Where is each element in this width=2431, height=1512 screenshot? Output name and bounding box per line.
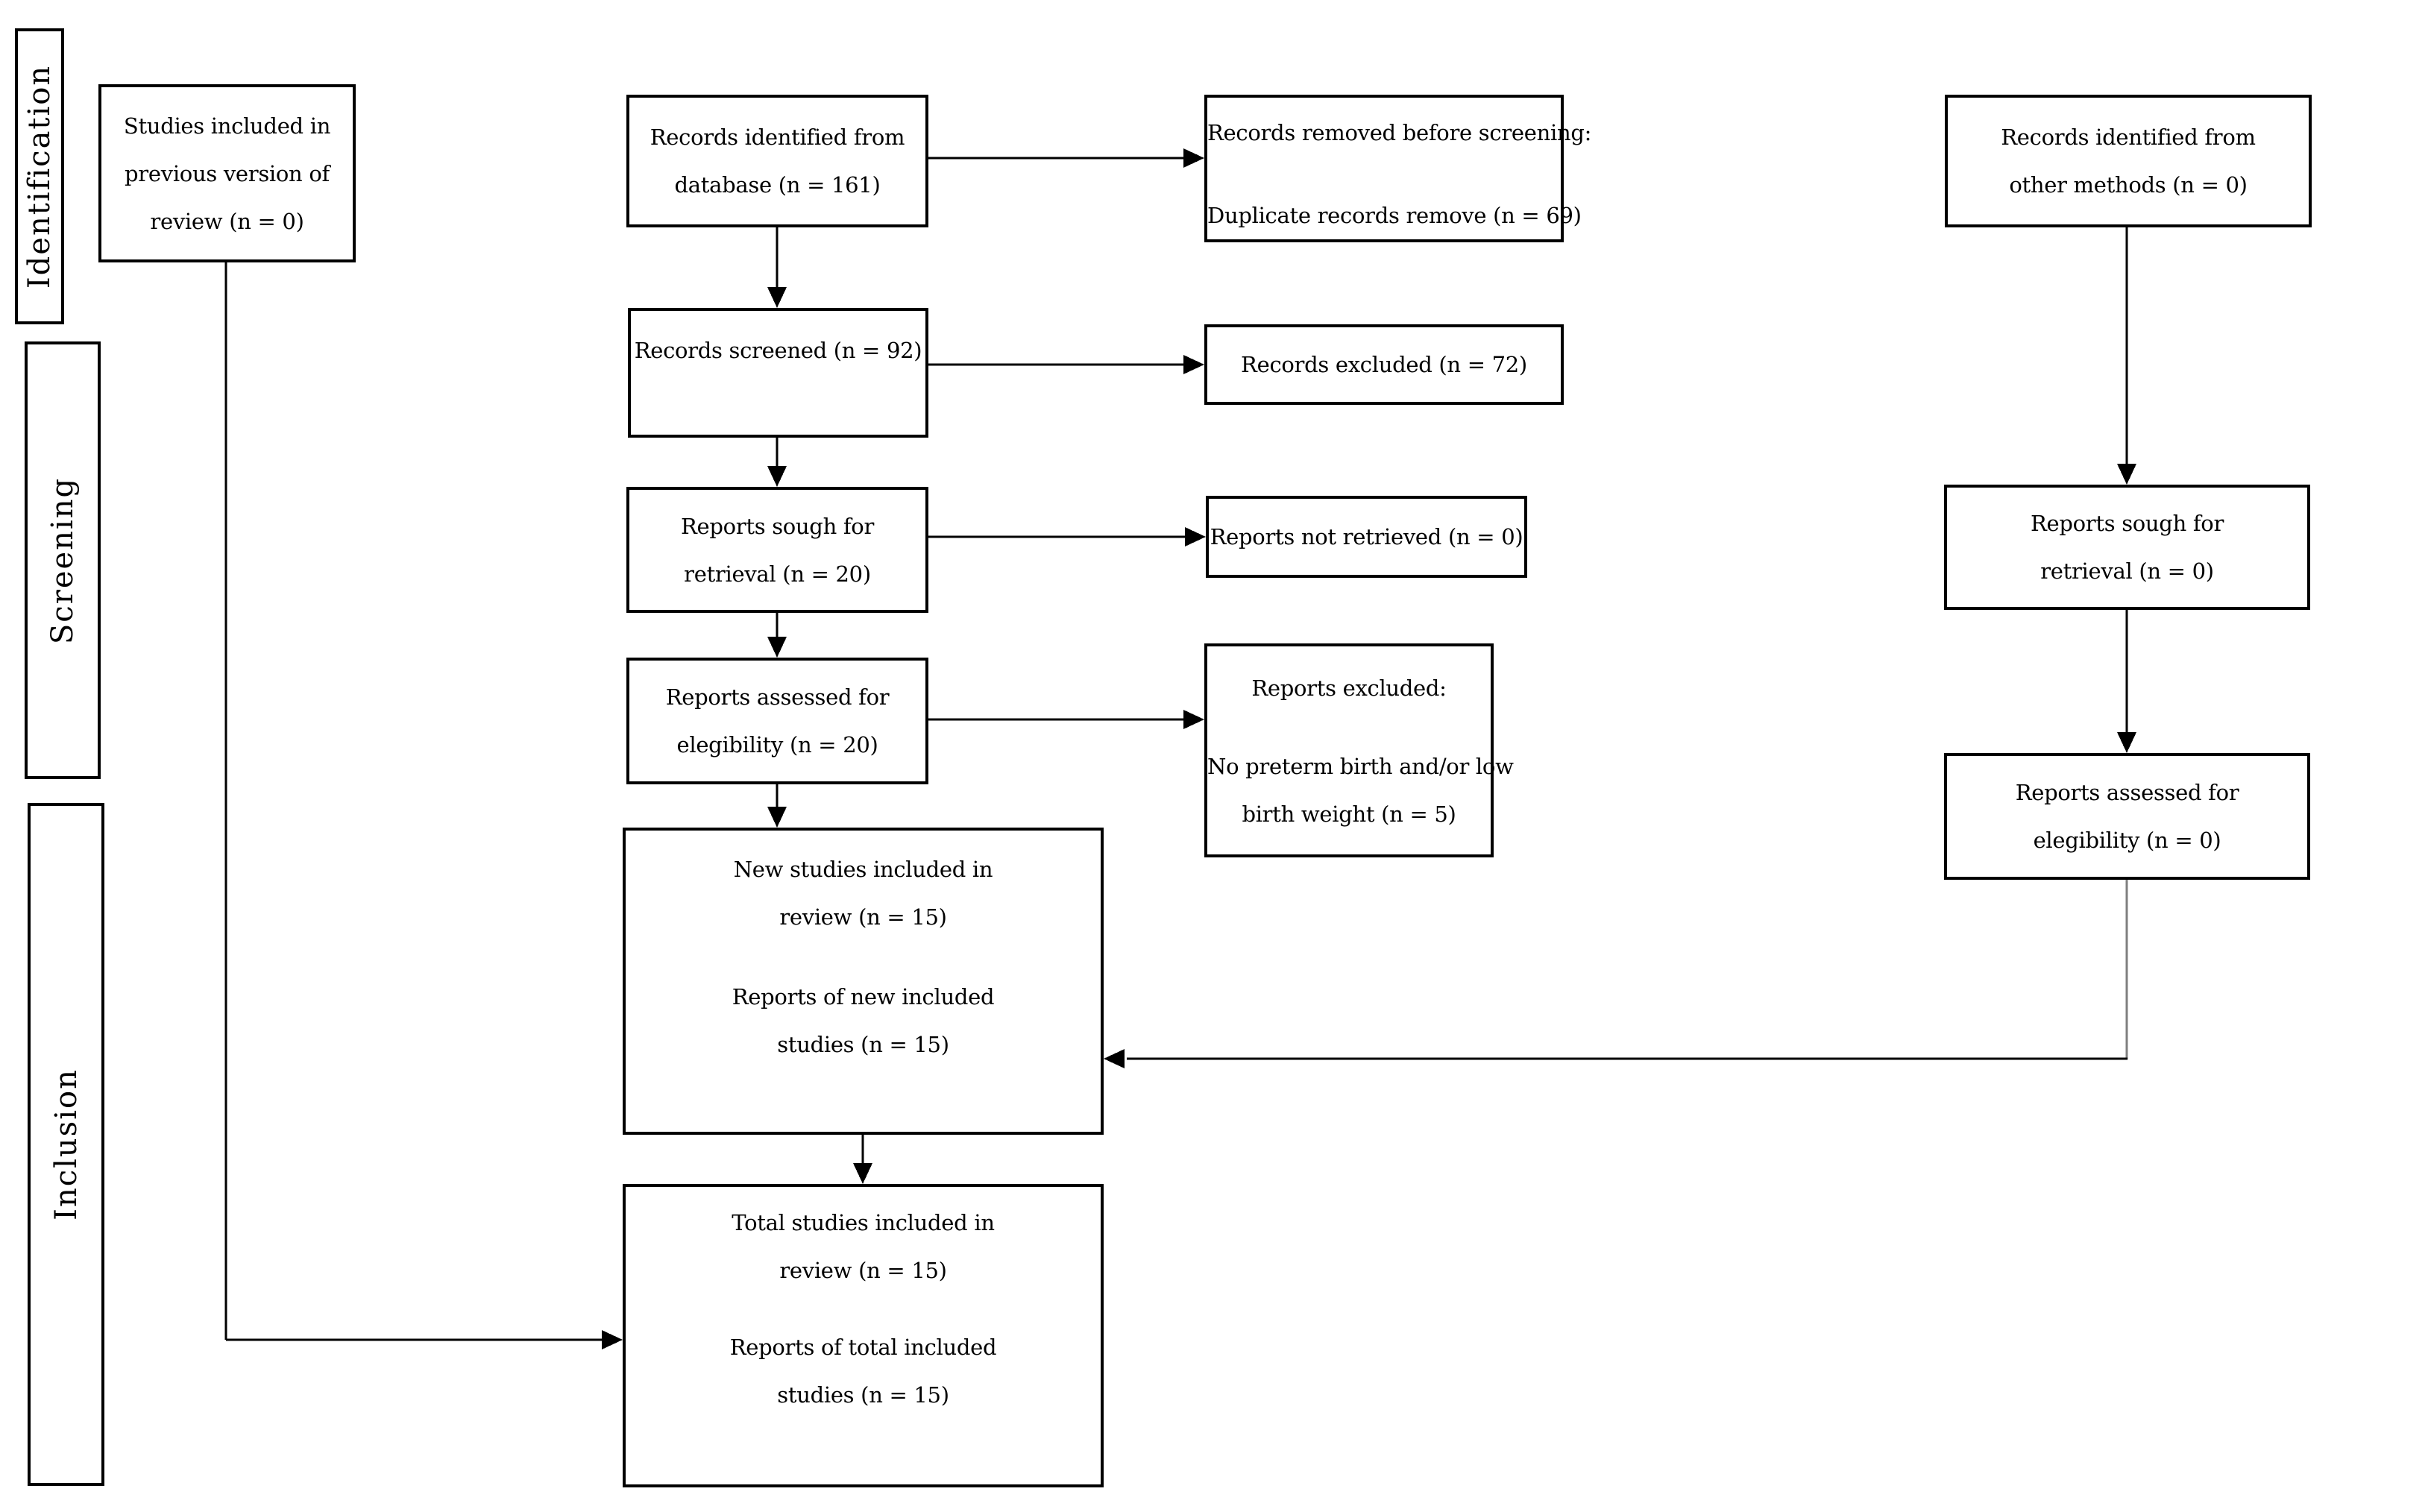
box-text-line: Studies included in	[123, 113, 331, 139]
stage-box-identification: Identification	[15, 28, 64, 324]
stage-box-inclusion: Inclusion	[28, 803, 104, 1486]
box-text-line: review (n = 15)	[779, 904, 947, 930]
arrow-sought-to-not-retrieved	[928, 527, 1206, 546]
box-text-line: Records identified from	[650, 125, 905, 150]
box-reports-assessed-eligibility: Reports assessed for elegibility (n = 20…	[626, 658, 928, 784]
box-text-line: New studies included in	[733, 857, 993, 882]
box-total-studies-included: Total studies included in review (n = 15…	[623, 1184, 1104, 1487]
box-text-line: review (n = 0)	[150, 208, 304, 234]
box-reports-sought-retrieval: Reports sough for retrieval (n = 20)	[626, 487, 928, 613]
box-text-line: Reports assessed for	[2015, 780, 2239, 805]
box-text-line: Records screened (n = 92)	[634, 338, 922, 363]
box-text-line: previous version of	[125, 160, 330, 186]
box-text-line: Reports assessed for	[665, 684, 890, 710]
box-text-line: No preterm birth and/or low	[1207, 754, 1514, 779]
box-text-line: elegibility (n = 0)	[2033, 828, 2221, 853]
arrow-database-to-removed	[928, 148, 1204, 168]
box-text-line: Reports sough for	[680, 513, 875, 539]
arrow-other-assessed-to-new-studies	[1104, 880, 2128, 1068]
box-text-line: birth weight (n = 5)	[1242, 801, 1456, 827]
arrow-database-to-screened	[767, 227, 787, 308]
box-other-reports-sought-retrieval: Reports sough for retrieval (n = 0)	[1944, 485, 2310, 610]
box-text-line: review (n = 15)	[779, 1258, 947, 1283]
box-records-identified-other-methods: Records identified from other methods (n…	[1945, 95, 2312, 227]
box-text-line: Records identified from	[2001, 125, 2256, 150]
box-records-identified-database: Records identified from database (n = 16…	[626, 95, 928, 227]
arrow-assessed-to-reports-excluded	[928, 710, 1204, 729]
arrow-other-methods-to-sought	[2117, 227, 2136, 485]
arrow-screened-to-excluded	[928, 355, 1204, 374]
box-text-line: studies (n = 15)	[777, 1032, 949, 1057]
box-text-line: Total studies included in	[732, 1210, 995, 1235]
box-reports-excluded: Reports excluded: No preterm birth and/o…	[1204, 643, 1514, 857]
arrow-sought-to-assessed	[767, 613, 787, 658]
box-text-line: other methods (n = 0)	[2009, 172, 2248, 198]
box-text-line: Reports sough for	[2030, 511, 2224, 536]
box-reports-not-retrieved: Reports not retrieved (n = 0)	[1206, 496, 1527, 578]
box-new-studies-included: New studies included in review (n = 15) …	[623, 828, 1104, 1135]
box-text-line: Records removed before screening:	[1207, 120, 1592, 145]
box-text-line: database (n = 161)	[674, 172, 881, 198]
box-text-line: Reports of total included	[729, 1335, 997, 1360]
box-text-line: elegibility (n = 20)	[676, 732, 878, 757]
box-other-reports-assessed-eligibility: Reports assessed for elegibility (n = 0)	[1944, 753, 2310, 880]
box-records-removed-before-screening: Records removed before screening: Duplic…	[1204, 95, 1592, 242]
box-text-line: Records excluded (n = 72)	[1241, 352, 1527, 377]
arrow-assessed-to-new-studies	[767, 784, 787, 828]
box-text-line: Duplicate records remove (n = 69)	[1207, 203, 1582, 228]
box-studies-previous-version: Studies included in previous version of …	[98, 84, 356, 262]
box-text-line: Reports of new included	[732, 984, 995, 1009]
arrow-screened-to-sought	[767, 438, 787, 487]
arrow-previous-version-to-total-studies	[224, 262, 623, 1349]
box-text-line: retrieval (n = 20)	[684, 561, 871, 587]
box-records-screened: Records screened (n = 92)	[628, 308, 928, 438]
arrow-other-sought-to-assessed	[2117, 610, 2136, 753]
box-records-excluded: Records excluded (n = 72)	[1204, 324, 1564, 405]
box-text-line: retrieval (n = 0)	[2040, 558, 2214, 584]
stage-box-screening: Screening	[25, 341, 101, 779]
box-text-line: Reports not retrieved (n = 0)	[1210, 524, 1523, 549]
box-text-line: Reports excluded:	[1251, 675, 1447, 701]
box-text-line: studies (n = 15)	[777, 1382, 949, 1408]
arrow-new-to-total-studies	[853, 1135, 872, 1184]
